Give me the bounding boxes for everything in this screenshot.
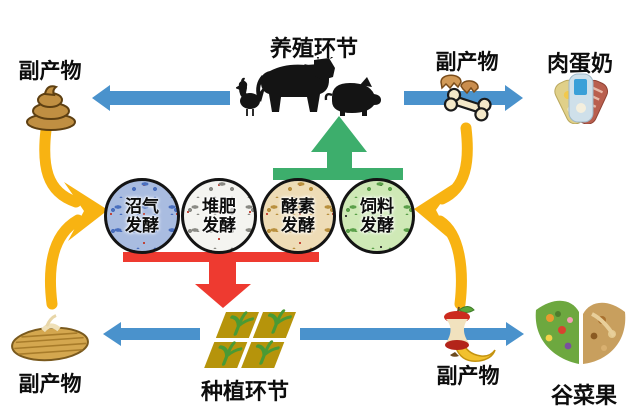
- circle-label: 发酵: [202, 216, 236, 235]
- grain-vegetable-fruit-photo: [535, 300, 626, 364]
- red-shaft: [209, 261, 236, 286]
- red-down-arrow: [195, 284, 251, 308]
- yellow-tail-manure: [39, 124, 82, 208]
- enzyme-fermentation-circle: 酵素 发酵: [260, 178, 336, 254]
- circle-label: 堆肥: [202, 196, 236, 216]
- apple-core-banana-icon: [444, 306, 496, 362]
- byproduct-label-top-right: 副产物: [435, 51, 499, 74]
- green-up-arrow: [311, 116, 367, 169]
- feed-fermentation-circle: 饲料 发酵: [339, 178, 415, 254]
- arrow-planting-to-grain-veg-fruit: [300, 322, 524, 346]
- yellow-tail-food-scraps: [434, 215, 467, 310]
- eggshell-bone-icon: [440, 74, 492, 122]
- meat-egg-milk-label: 肉蛋奶: [546, 51, 613, 76]
- circle-label: 酵素: [281, 196, 315, 216]
- circle-label: 发酵: [125, 216, 159, 235]
- meat-egg-milk-photo: [554, 73, 609, 124]
- red-bar: [123, 252, 319, 262]
- circle-label: 沼气: [125, 196, 159, 216]
- yellow-tail-straw: [44, 214, 84, 310]
- breeding-stage-label: 养殖环节: [269, 36, 358, 61]
- arrow-planting-to-straw: [103, 322, 200, 346]
- livestock-icons: [236, 57, 381, 116]
- byproduct-label-top-left: 副产物: [18, 60, 82, 83]
- byproduct-label-bottom-right: 副产物: [436, 365, 500, 388]
- field-icon: [204, 309, 296, 368]
- circle-label: 发酵: [360, 216, 394, 235]
- yellow-arrowhead-right: [414, 182, 456, 241]
- arrow-breeding-to-manure: [92, 85, 230, 111]
- cow-icon: [256, 57, 335, 112]
- circle-label: 饲料: [360, 196, 394, 216]
- compost-fermentation-circle: 堆肥 发酵: [181, 178, 257, 254]
- green-bar: [273, 168, 403, 180]
- circle-label: 发酵: [281, 216, 315, 235]
- manure-icon: [26, 85, 76, 131]
- straw-bundle-icon: [11, 314, 89, 362]
- pig-icon: [324, 77, 381, 116]
- planting-stage-label: 种植环节: [200, 379, 289, 404]
- grain-veg-fruit-label: 谷菜果: [550, 383, 617, 408]
- yellow-tail-eggshell-bone: [436, 122, 473, 205]
- byproduct-label-bottom-left: 副产物: [18, 373, 82, 396]
- biogas-fermentation-circle: 沼气 发酵: [104, 178, 180, 254]
- yellow-arrowhead-left: [64, 182, 108, 241]
